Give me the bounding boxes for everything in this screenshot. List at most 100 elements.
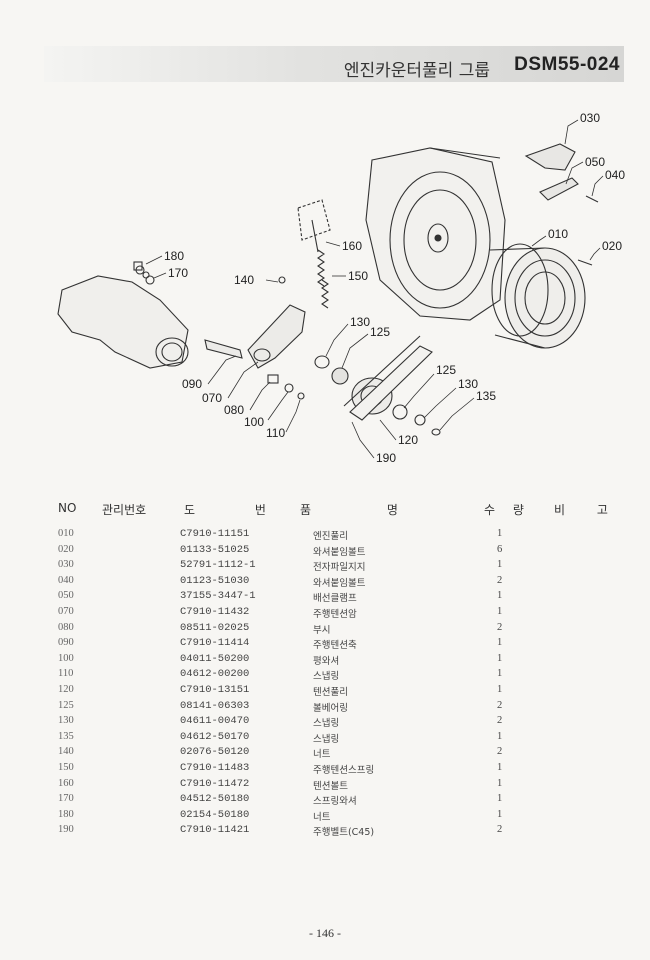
callout-130-lower: 130 [458, 377, 478, 391]
page-number: - 146 - [309, 926, 341, 940]
callout-130-upper: 130 [350, 315, 370, 329]
tension-bolt-drawing [297, 199, 331, 309]
part-item-number: 130 [58, 715, 74, 727]
part-name: 스냅링 [313, 671, 340, 683]
header-no: NO [58, 501, 77, 515]
part-name: 주행텐션스프링 [313, 764, 375, 776]
part-drawing-number: 08511-02025 [180, 621, 250, 634]
part-name: 주행텐션암 [313, 608, 357, 620]
exploded-parts-diagram: 030 050 040 010 020 160 150 180 170 140 … [57, 111, 625, 465]
part-item-number: 120 [58, 683, 74, 695]
part-item-number: 020 [58, 543, 74, 555]
transmission-case-drawing [57, 265, 189, 369]
callout-170: 170 [168, 266, 188, 280]
bracket-drawing [524, 143, 599, 266]
callout-135: 135 [476, 389, 496, 403]
part-quantity: 1 [497, 637, 503, 649]
part-drawing-number: 02076-50120 [180, 746, 250, 759]
header-part-name: 품 명 [300, 503, 398, 517]
table-row: 020 01133-51025 와셔붙임볼트 6 [0, 544, 650, 560]
part-quantity: 1 [497, 652, 503, 664]
callout-110: 110 [266, 426, 285, 440]
part-item-number: 135 [58, 730, 74, 742]
group-code: DSM55-024 [514, 54, 620, 75]
part-name: 볼베어링 [313, 702, 348, 714]
callout-180: 180 [164, 249, 184, 263]
part-name: 배선클램프 [313, 593, 357, 605]
part-drawing-number: 37155-3447-1 [180, 590, 256, 603]
part-name: 와셔붙임볼트 [313, 577, 366, 589]
part-name: 스냅링 [313, 733, 340, 745]
callout-120: 120 [398, 433, 418, 447]
part-item-number: 140 [58, 746, 74, 758]
part-item-number: 080 [58, 621, 74, 633]
part-item-number: 070 [58, 605, 74, 617]
part-drawing-number: 01133-51025 [180, 543, 250, 556]
part-item-number: 150 [58, 761, 74, 773]
part-item-number: 100 [58, 652, 74, 664]
part-item-number: 170 [58, 793, 74, 805]
callout-040: 040 [605, 168, 625, 182]
parts-table-body: 010 C7910-11151 엔진풀리 1 020 01133-51025 와셔붙임볼트 6… [0, 528, 650, 840]
nut-drawing [133, 261, 143, 271]
part-item-number: 160 [58, 777, 74, 789]
part-drawing-number: C7910-11151 [180, 528, 250, 540]
parts-table-header: NO 관리번호 도 번 품 명 수 량 비 고 [0, 501, 650, 521]
part-drawing-number: 01123-51030 [180, 574, 250, 587]
callout-190: 190 [376, 451, 396, 465]
part-quantity: 1 [497, 668, 503, 680]
part-quantity: 1 [497, 683, 503, 695]
part-quantity: 1 [497, 730, 503, 742]
part-name: 텐션볼트 [313, 780, 348, 792]
part-name: 너트 [313, 749, 331, 761]
part-name: 평와셔 [313, 655, 340, 667]
part-drawing-number: 52791-1112-1 [180, 559, 256, 572]
group-title: 엔진카운터풀리 그룹 [343, 61, 490, 81]
header-drawing-number: 도 번 [184, 503, 266, 517]
part-quantity: 2 [497, 699, 503, 711]
part-name: 너트 [313, 811, 331, 823]
part-quantity: 1 [497, 590, 503, 602]
header-quantity: 수 량 [484, 503, 524, 517]
tension-arm-drawing [204, 276, 306, 400]
part-item-number: 180 [58, 808, 74, 820]
callout-050: 050 [585, 155, 605, 169]
part-quantity: 2 [497, 715, 503, 727]
callout-030: 030 [580, 111, 600, 125]
part-drawing-number: 04612-00200 [180, 668, 250, 681]
part-drawing-number: C7910-11421 [180, 824, 250, 837]
engine-pulley-drawing [489, 243, 586, 349]
part-name: 전자파일지지 [313, 562, 366, 574]
callout-020: 020 [602, 239, 622, 253]
part-drawing-number: C7910-11414 [180, 637, 250, 650]
part-name: 엔진풀리 [313, 531, 348, 542]
part-drawing-number: C7910-11432 [180, 605, 250, 618]
part-quantity: 1 [497, 777, 503, 789]
part-item-number: 090 [58, 637, 74, 649]
callout-125-lower: 125 [436, 363, 456, 377]
part-quantity: 2 [497, 621, 503, 633]
part-item-number: 010 [58, 528, 74, 539]
part-name: 와셔붙임볼트 [313, 546, 366, 558]
callout-070: 070 [202, 391, 222, 405]
part-quantity: 6 [497, 543, 503, 555]
header-remark: 비 고 [554, 503, 608, 517]
part-item-number: 050 [58, 590, 74, 602]
part-drawing-number: 02154-50180 [180, 808, 250, 821]
part-quantity: 1 [497, 793, 503, 805]
part-drawing-number: C7910-11483 [180, 761, 250, 774]
part-name: 스프링와셔 [313, 796, 357, 808]
